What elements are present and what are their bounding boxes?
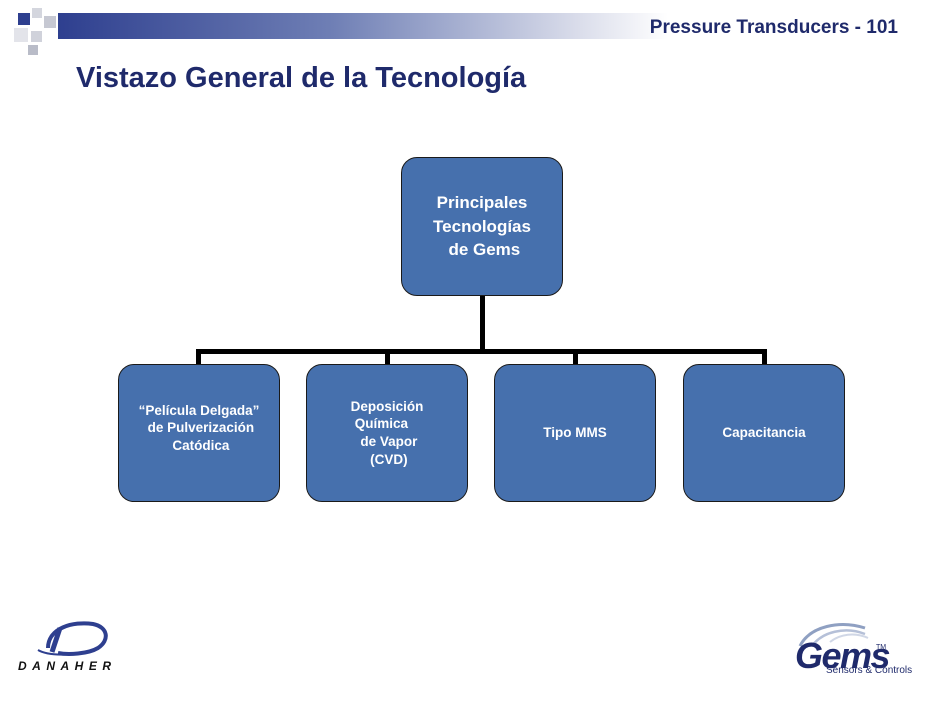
gems-logo-arcs-icon — [798, 623, 869, 647]
connector-drop-2 — [385, 349, 390, 364]
gems-logo-subtitle: Sensors & Controls — [826, 665, 913, 676]
connector-root-stem — [480, 296, 485, 352]
page-title: Vistazo General de la Tecnología — [76, 62, 527, 94]
child-node-pelicula: “Película Delgada” de Pulverización Cató… — [118, 364, 280, 502]
child-node-label: “Película Delgada” de Pulverización Cató… — [138, 402, 260, 453]
corner-square-blue — [18, 13, 30, 25]
child-node-capacitancia: Capacitancia — [683, 364, 845, 502]
danaher-logo-icon — [37, 621, 108, 656]
child-node-label: Deposición Química de Vapor (CVD) — [350, 398, 424, 467]
connector-drop-1 — [196, 349, 201, 364]
gems-logo-word: Gems — [795, 635, 891, 676]
root-node-label: Principales Tecnologías de Gems — [433, 193, 531, 260]
corner-square-gray-5 — [28, 45, 38, 55]
corner-square-gray-1 — [32, 8, 42, 18]
corner-square-gray-3 — [14, 28, 28, 42]
root-node: Principales Tecnologías de Gems — [401, 157, 563, 296]
gems-logo-tm: TM — [876, 644, 887, 651]
corner-square-gray-2 — [44, 16, 56, 28]
header-gradient-bar — [58, 13, 668, 39]
child-node-mms: Tipo MMS — [494, 364, 656, 502]
danaher-logo-text: DANAHER — [18, 659, 117, 673]
corner-square-gray-4 — [31, 31, 42, 42]
child-node-label: Tipo MMS — [543, 425, 607, 441]
connector-drop-3 — [573, 349, 578, 364]
connector-horizontal-bar — [196, 349, 767, 354]
header-title: Pressure Transducers - 101 — [649, 17, 898, 38]
child-node-cvd: Deposición Química de Vapor (CVD) — [306, 364, 468, 502]
child-node-label: Capacitancia — [722, 425, 806, 441]
connector-drop-4 — [762, 349, 767, 364]
